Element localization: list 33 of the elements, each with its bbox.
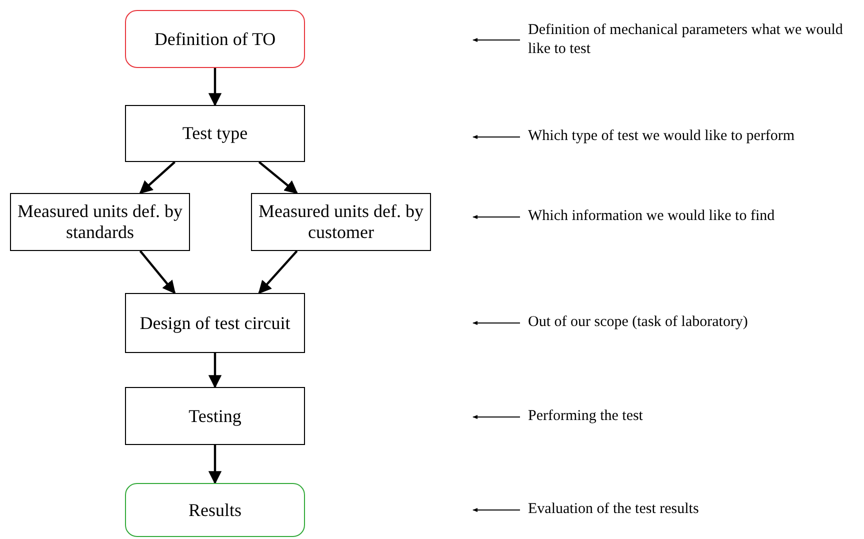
box-label: Test type [182,123,248,144]
arrow [472,135,520,139]
annotation-text: Definition of mechanical parameters what we would like to test [528,18,862,62]
arrow [472,321,520,325]
annotation-text: Which type of test we would like to perform [528,125,862,149]
terminal-box [125,483,305,537]
arrow [139,161,176,194]
process-box [125,293,305,353]
process-box [251,193,431,251]
process-box [125,105,305,162]
arrow [208,445,222,484]
terminal-box [125,10,305,68]
annotation-text: Which information we would like to find [528,205,862,229]
arrow [208,353,222,388]
arrow [472,415,520,419]
arrow [258,250,298,294]
box-label: Design of test circuit [140,312,290,334]
annotation-text: Evaluation of the test results [528,498,862,522]
box-label: Testing [188,406,242,426]
box-label: Measured units def. by customer [258,201,424,243]
arrow [258,161,298,194]
box-label: Results [188,500,242,520]
arrow [139,250,176,294]
annotation-text: Performing the test [528,405,862,429]
box-label: Definition of TO [154,28,276,50]
arrow [472,215,520,219]
box-label: Measured units def. by standards [16,201,184,243]
arrow [472,38,520,42]
process-box [10,193,190,251]
arrow [472,508,520,512]
annotation-text: Out of our scope (task of laboratory) [528,311,862,335]
arrow [208,68,222,106]
process-box [125,387,305,445]
